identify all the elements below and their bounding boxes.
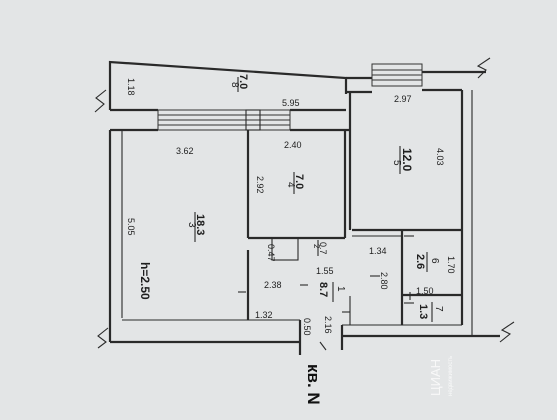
room-8-number: 8	[229, 82, 240, 88]
room-6-area: 2.6	[414, 254, 426, 269]
room-4-area: 7.0	[293, 174, 305, 189]
dim-2-40: 2.40	[284, 140, 302, 150]
room-3-area: 18.3	[194, 214, 206, 235]
dim-0-50: 0.50	[302, 318, 312, 336]
dim-2-80: 2.80	[379, 272, 389, 290]
watermark: ЦИАН недвижимость	[428, 356, 454, 396]
room-8-area: 7.0	[237, 74, 249, 89]
dim-3-62: 3.62	[176, 146, 194, 156]
dim-1-18: 1.18	[126, 78, 136, 96]
dim-1-70: 1.70	[446, 256, 456, 274]
dim-1-50: 1.50	[416, 286, 434, 296]
room-4-number: 4	[285, 182, 296, 188]
dim-5-95: 5.95	[282, 98, 300, 108]
room-5-number: 5	[391, 160, 402, 166]
apartment-label: кв. N	[304, 364, 323, 405]
room-1-number: 1	[335, 286, 346, 292]
dim-5-05: 5.05	[126, 218, 136, 236]
room-labels: 8 7.0 5 12.0 4 7.0 3 18.3 2 0.7 6 2.6 1 …	[138, 74, 444, 322]
dim-1-32: 1.32	[255, 310, 273, 320]
dim-0-47: 0.47	[266, 244, 276, 262]
dim-2-97: 2.97	[394, 94, 412, 104]
ceiling-height-label: h=2.50	[138, 262, 152, 300]
room-6-number: 6	[429, 258, 440, 264]
dim-2-92: 2.92	[255, 176, 265, 194]
room-5-area: 12.0	[400, 148, 414, 172]
dim-1-55: 1.55	[316, 266, 334, 276]
room-2-number: 2	[312, 244, 321, 249]
dim-4-03: 4.03	[435, 148, 445, 166]
room-1-area: 8.7	[317, 282, 329, 297]
walls	[94, 57, 515, 355]
watermark-sub: недвижимость	[448, 356, 454, 396]
dim-2-16: 2.16	[323, 316, 333, 334]
dim-1-34: 1.34	[369, 246, 387, 256]
dimension-labels: 1.18 5.95 2.97 3.62 2.40 4.03 2.92 5.05 …	[126, 78, 456, 336]
room-3-number: 3	[186, 222, 197, 228]
room-7-area: 1.3	[417, 304, 429, 319]
watermark-brand: ЦИАН	[428, 359, 443, 396]
room-7-number: 7	[433, 306, 444, 312]
dim-2-38: 2.38	[264, 280, 282, 290]
room-2-area: 0.7	[318, 242, 328, 255]
